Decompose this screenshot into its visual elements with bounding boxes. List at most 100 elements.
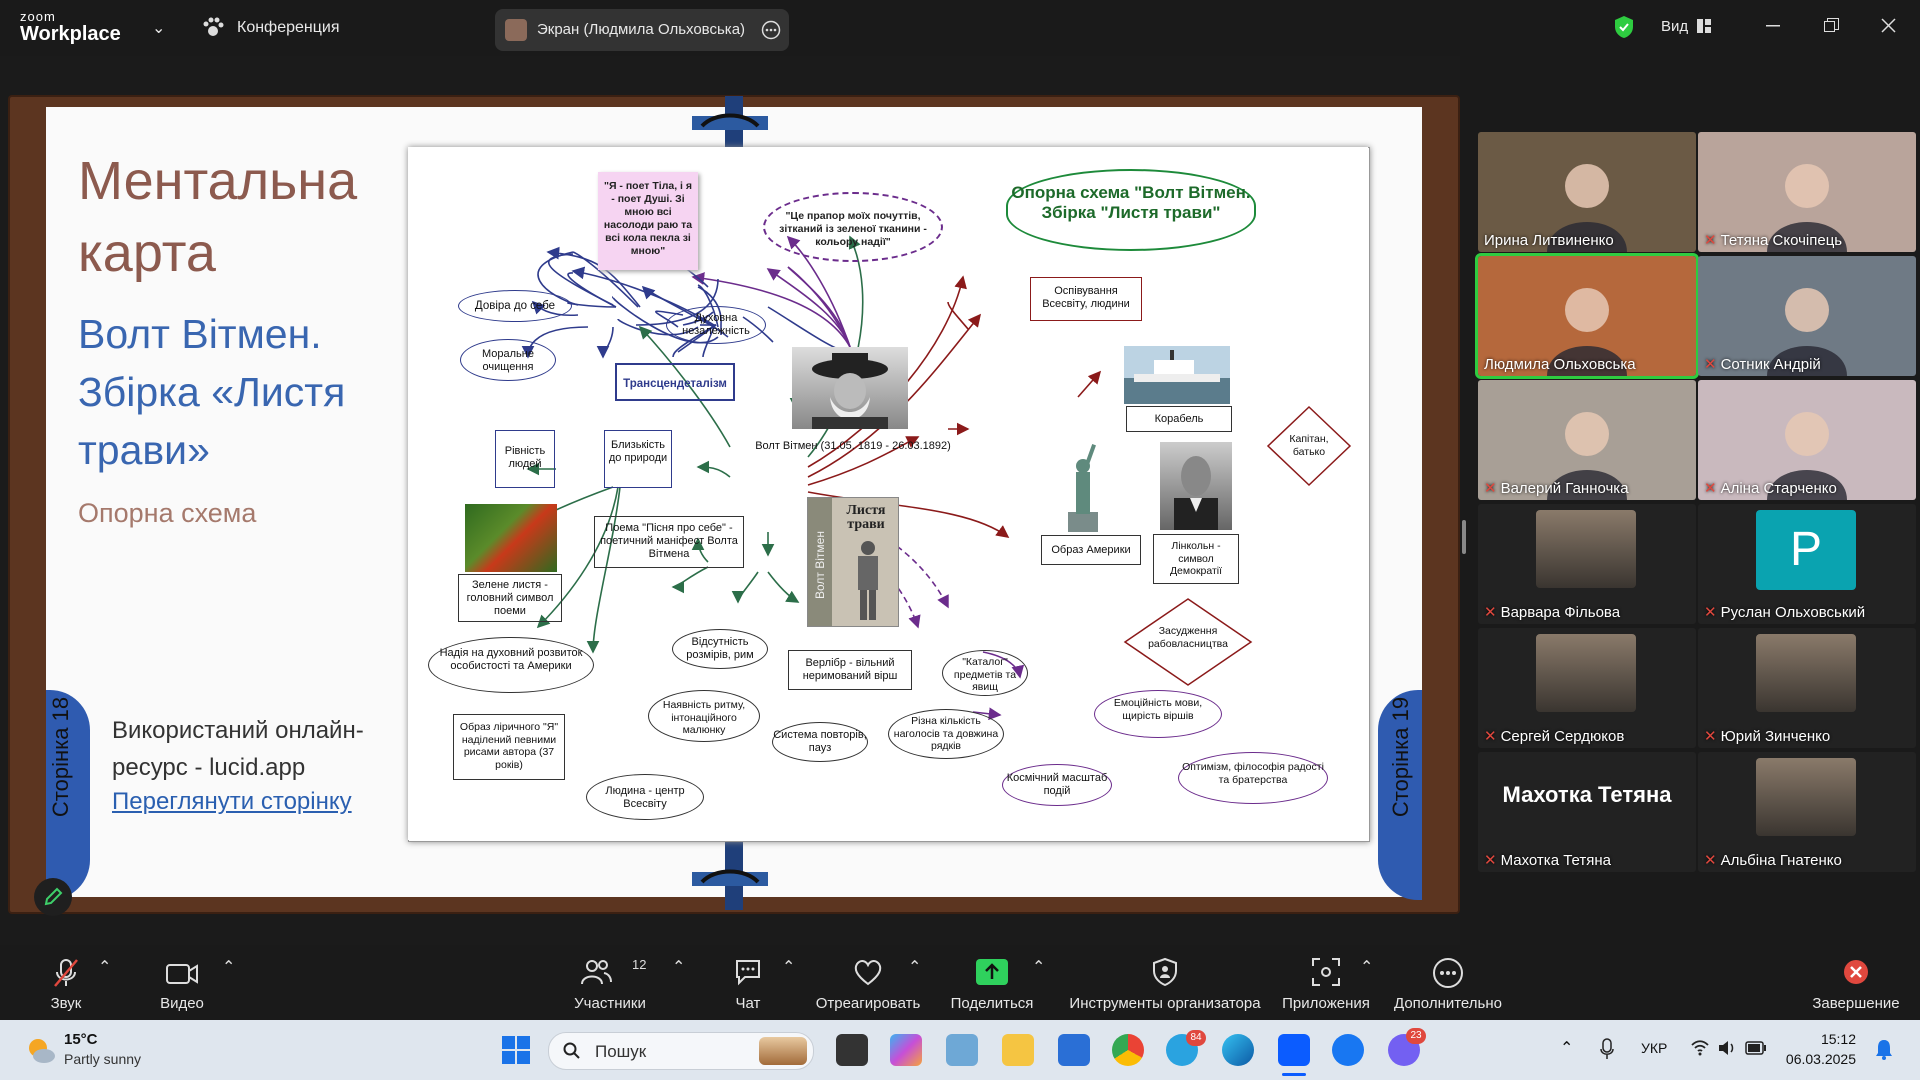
apps-button[interactable]: Приложения [1266,945,1386,1020]
participant-avatar [1536,634,1636,712]
node-optimism: Оптимізм, філософія радості та братерств… [1178,752,1328,804]
more-icon [1433,958,1463,988]
task-view-icon[interactable] [836,1034,868,1066]
clock-date[interactable]: 06.03.2025 [1785,1051,1856,1067]
mic-tray-icon[interactable] [1600,1038,1614,1060]
participant-tile[interactable]: ✕Варвара Фільова [1478,504,1696,624]
panel-resize-handle[interactable] [1462,520,1466,554]
volume-icon[interactable] [1718,1040,1736,1056]
participant-tile[interactable]: ✕Юрий Зинченко [1698,628,1916,748]
copilot-icon[interactable] [890,1034,922,1066]
weather-temp[interactable]: 15°C [64,1031,98,1048]
react-button[interactable]: Отреагировать [808,945,928,1020]
node-trust: Довіра до себе [458,290,572,322]
book-cover: Волт Вітмен Листя трави [807,497,899,627]
video-button[interactable]: Видео [122,945,242,1020]
heart-icon [854,960,882,986]
wifi-icon[interactable] [1690,1040,1710,1056]
share-label: Поделиться [950,995,1034,1012]
presenter-avatar [505,19,527,41]
view-page-link[interactable]: Переглянути сторінку [112,788,352,815]
participants-options-icon[interactable]: ⌃ [672,959,686,976]
participant-tile[interactable]: ✕Альбіна Гнатенко [1698,752,1916,872]
end-label: Завершение [1812,995,1900,1012]
node-transcendentalism: Трансцендеталізм [615,363,735,401]
end-button[interactable]: Завершение [1796,945,1916,1020]
end-meeting-icon [1844,960,1868,984]
more-icon[interactable] [761,20,781,40]
participant-name: ✕Аліна Старченко [1704,480,1837,497]
file-explorer-icon[interactable] [1002,1034,1034,1066]
participant-tile[interactable]: Ирина Литвиненко [1478,132,1696,252]
binder-ring-icon [692,869,768,886]
meeting-label[interactable]: Конференция [237,19,340,36]
edge-icon[interactable] [1222,1034,1254,1066]
participant-name: ✕Руслан Ольховський [1704,604,1866,621]
react-options-icon[interactable]: ⌃ [908,959,922,976]
participant-name: ✕Альбіна Гнатенко [1704,852,1842,869]
share-screen-icon [976,959,1008,985]
participants-count: 12 [632,957,647,972]
close-icon[interactable] [1881,18,1896,33]
leaves-image [465,504,557,572]
participant-tile[interactable]: ✕Аліна Старченко [1698,380,1916,500]
annotate-button[interactable] [34,878,72,916]
screen-share-pill[interactable]: Экран (Людмила Ольховська) [495,9,789,51]
node-equality: Рівність людей [495,430,555,488]
participant-tile[interactable]: ✕Сотник Андрій [1698,256,1916,376]
snipping-tool-icon[interactable] [946,1034,978,1066]
pencil-icon [44,887,63,906]
apps-options-icon[interactable]: ⌃ [1360,959,1374,976]
participant-tile[interactable]: Р✕Руслан Ольховський [1698,504,1916,624]
node-america: Образ Америки [1041,535,1141,565]
meeting-info-button[interactable] [202,16,224,38]
quote-cloud: "Це прапор моїх почуттів, зітканий із зе… [763,192,943,262]
share-options-icon[interactable]: ⌃ [1032,959,1046,976]
participant-name: ✕Варвара Фільова [1484,604,1621,621]
taskbar-search[interactable]: Пошук [548,1032,814,1070]
portrait-icon [1174,456,1218,530]
participant-tile[interactable]: Махотка Тетяна✕Махотка Тетяна [1478,752,1696,872]
host-tools-button[interactable]: Инструменты организатора [1060,945,1270,1020]
restore-icon[interactable] [1824,18,1839,33]
participant-avatar [1756,758,1856,836]
windows-start-icon[interactable] [502,1036,530,1064]
chat-button[interactable]: Чат [688,945,808,1020]
muted-mic-icon [54,959,78,987]
share-button[interactable]: Поделиться [932,945,1052,1020]
participant-video [1547,412,1627,500]
store-icon[interactable] [1058,1034,1090,1066]
view-button[interactable]: Вид [1661,18,1689,35]
participant-name: ✕Махотка Тетяна [1484,852,1611,869]
participant-tile[interactable]: Людмила Ольховська [1475,253,1699,379]
battery-icon[interactable] [1745,1041,1767,1055]
weather-sun-icon[interactable] [24,1034,56,1066]
language-indicator[interactable]: УКР [1641,1040,1668,1056]
video-label: Видео [160,995,204,1012]
security-shield-icon[interactable] [1614,15,1634,39]
participant-name: ✕Тетяна Скочіпець [1704,232,1843,249]
audio-options-icon[interactable]: ⌃ [98,959,112,976]
active-app-indicator [1282,1073,1306,1076]
chat-options-icon[interactable]: ⌃ [782,959,796,976]
node-lyric: Образ ліричного "Я" наділений певними ри… [453,714,565,780]
participants-button[interactable]: 12 Участники [550,945,670,1020]
cloud-title: Опорна схема "Волт Вітмен. Збірка "Листя… [1006,169,1256,251]
participant-tile[interactable]: ✕Сергей Сердюков [1478,628,1696,748]
participant-tile[interactable]: ✕Тетяна Скочіпець [1698,132,1916,252]
chrome-icon[interactable] [1112,1034,1144,1066]
chevron-down-icon[interactable]: ⌄ [152,20,166,37]
slide-title: Ментальна карта [78,151,358,283]
more-button[interactable]: Дополнительно [1388,945,1508,1020]
facebook-icon[interactable] [1332,1034,1364,1066]
notification-bell-icon[interactable] [1874,1038,1894,1060]
minimize-icon[interactable] [1766,25,1780,27]
weather-text[interactable]: Partly sunny [64,1051,142,1067]
video-options-icon[interactable]: ⌃ [222,959,236,976]
zoom-taskbar-icon[interactable] [1278,1034,1310,1066]
participant-tile[interactable]: ✕Валерий Ганночка [1478,380,1696,500]
audio-button[interactable]: Звук [6,945,126,1020]
tray-chevron-icon[interactable]: ⌃ [1560,1040,1574,1057]
view-grid-icon[interactable] [1697,19,1711,33]
clock-time[interactable]: 15:12 [1820,1031,1856,1047]
